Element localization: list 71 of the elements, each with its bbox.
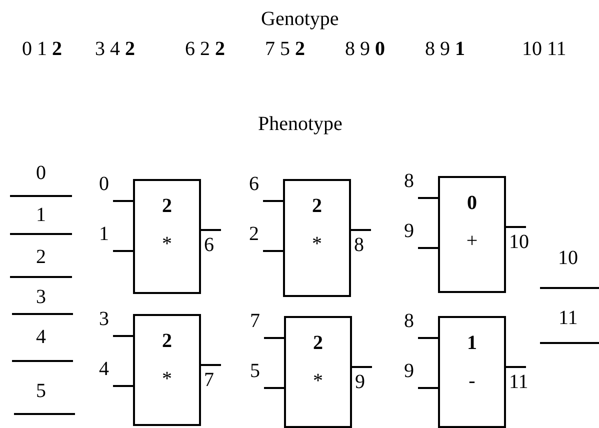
connection-line [201, 229, 221, 231]
function-gene: 2 [312, 332, 324, 354]
terminal-number: 5 [36, 380, 46, 402]
function-box [283, 179, 351, 297]
heading: Phenotype [258, 113, 342, 135]
operator-symbol: * [161, 368, 173, 390]
edge-label: 1 [99, 223, 109, 245]
connection-line [201, 364, 221, 366]
connection-line [264, 387, 284, 389]
edge-label: 9 [404, 220, 414, 242]
gene-group: 0 1 2 [22, 38, 62, 60]
connection-line [264, 337, 284, 339]
function-box [438, 176, 506, 293]
function-gene: 0 [466, 192, 478, 214]
connection-line [263, 250, 283, 252]
connection-line [418, 197, 438, 199]
edge-label: 2 [249, 223, 259, 245]
connection-line [113, 200, 133, 202]
gene-group: 8 9 1 [425, 38, 465, 60]
function-box [284, 316, 352, 428]
operator-symbol: - [468, 370, 476, 392]
function-box [133, 179, 201, 294]
function-box [438, 316, 506, 428]
function-gene: 1 [466, 332, 478, 354]
function-gene: 2 [311, 195, 323, 217]
connection-line [263, 200, 283, 202]
edge-label: 8 [404, 170, 414, 192]
edge-label: 6 [204, 234, 214, 256]
edge-label: 9 [355, 371, 365, 393]
edge-label: 5 [250, 360, 260, 382]
edge-label: 8 [404, 310, 414, 332]
terminal-number: 4 [36, 326, 46, 348]
connection-line [418, 337, 438, 339]
terminal-number: 11 [558, 307, 578, 329]
terminal-number: 0 [36, 162, 46, 184]
edge-label: 3 [99, 308, 109, 330]
edge-label: 8 [354, 234, 364, 256]
edge-label: 6 [249, 173, 259, 195]
function-gene: 2 [161, 195, 173, 217]
gene-group: 10 11 [522, 38, 566, 60]
edge-label: 9 [404, 360, 414, 382]
edge-label: 10 [509, 231, 529, 253]
connection-line [418, 247, 438, 249]
terminal-number: 3 [36, 286, 46, 308]
gene-group: 3 4 2 [95, 38, 135, 60]
edge-label: 11 [509, 371, 528, 393]
gene-group: 6 2 2 [185, 38, 225, 60]
operator-symbol: + [465, 230, 479, 252]
operator-symbol: * [312, 370, 324, 392]
operator-symbol: * [161, 233, 173, 255]
edge-label: 4 [99, 358, 109, 380]
terminal-number: 2 [36, 246, 46, 268]
connection-line [506, 226, 526, 228]
gene-group: 8 9 0 [345, 38, 385, 60]
heading: Genotype [261, 8, 339, 30]
gene-group: 7 5 2 [265, 38, 305, 60]
terminal-number: 10 [558, 247, 578, 269]
connection-line [113, 335, 133, 337]
edge-label: 7 [204, 369, 214, 391]
function-box [133, 314, 201, 426]
connection-line [113, 250, 133, 252]
connection-line [352, 366, 372, 368]
terminal-number: 1 [36, 204, 46, 226]
connection-line [418, 387, 438, 389]
connection-line [351, 229, 371, 231]
connection-line [113, 385, 133, 387]
function-gene: 2 [161, 330, 173, 352]
operator-symbol: * [311, 233, 323, 255]
edge-label: 0 [99, 173, 109, 195]
edge-label: 7 [250, 310, 260, 332]
connection-line [506, 366, 526, 368]
